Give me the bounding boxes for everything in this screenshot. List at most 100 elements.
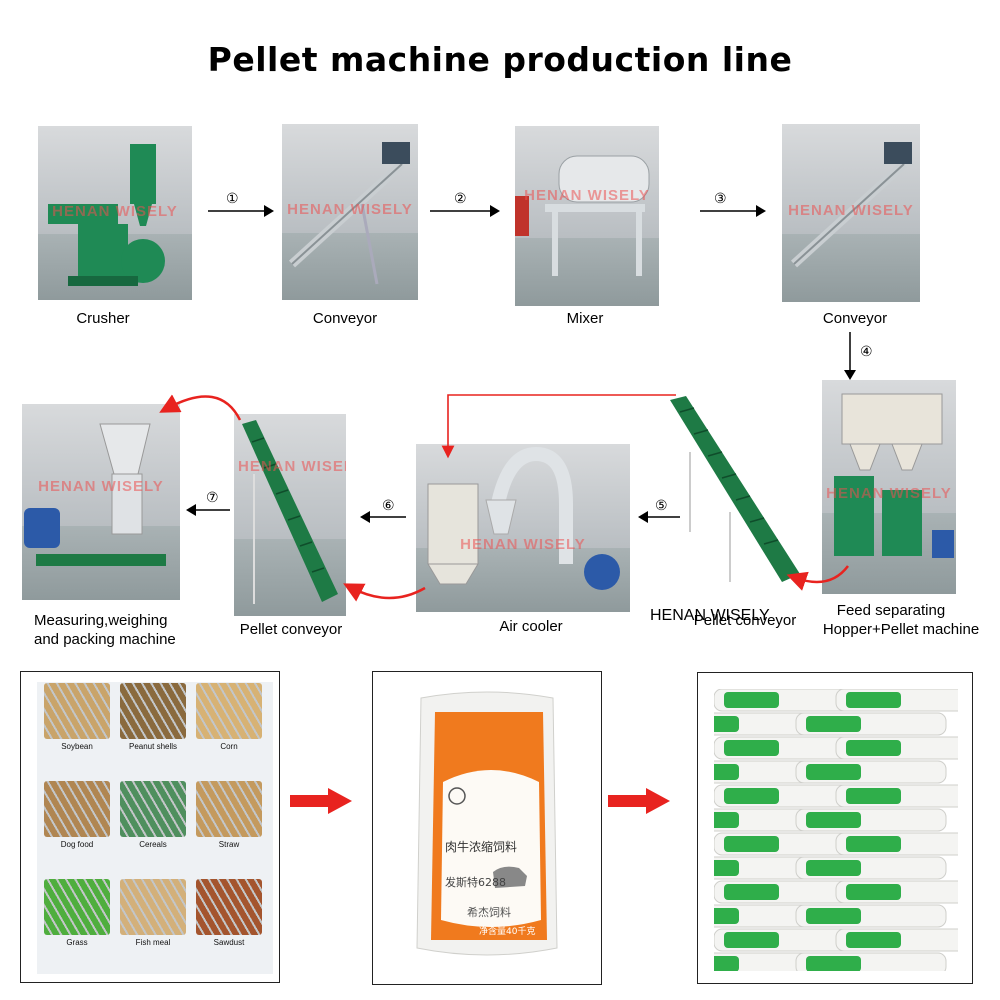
bag-green-band: [806, 764, 861, 780]
watermark: HENAN WISELY: [460, 536, 586, 554]
pellet-sample-image: [44, 683, 110, 739]
arrow-right-icon: [290, 788, 352, 814]
page-title: Pellet machine production line: [207, 40, 793, 79]
pellet-sample-image: [196, 879, 262, 935]
caption-crusher: Crusher: [76, 310, 130, 327]
pellet-sample-image: [44, 879, 110, 935]
pellet-sample-image: [120, 879, 186, 935]
stacked-bags-image: [714, 689, 958, 971]
mixer-photo: HENAN WISELY: [515, 126, 659, 306]
pellet-type-label: Sawdust: [213, 938, 245, 947]
caption-air-cooler: Air cooler: [499, 618, 563, 635]
caption-pellet-machine-2: Hopper+Pellet machine: [822, 621, 980, 638]
pellet-type-label: Dog food: [60, 840, 94, 849]
pellet-type-item: Straw: [196, 781, 262, 849]
arrow-left-icon: [186, 504, 230, 516]
caption-pellet-machine-1: Feed separating: [836, 602, 946, 619]
bag-brand-line2: 发斯特6288: [445, 876, 506, 889]
bag-green-band: [806, 956, 861, 971]
bag-green-band: [714, 956, 739, 971]
bag-green-band: [846, 884, 901, 900]
step-number-7: ⑦: [206, 489, 219, 505]
bag-green-band: [724, 788, 779, 804]
pellet-machine-photo: HENAN WISELY: [822, 380, 956, 594]
pellet-type-item: Peanut shells: [120, 683, 186, 751]
pellet-sample-image: [44, 781, 110, 837]
pellet-type-label: Corn: [220, 742, 238, 751]
bag-green-band: [846, 788, 901, 804]
bag-green-band: [714, 764, 739, 780]
pellet-sample-image: [196, 683, 262, 739]
bag-green-band: [714, 860, 739, 876]
watermark: HENAN WISELY: [52, 202, 178, 220]
pellet-type-label: Fish meal: [135, 938, 171, 947]
step-number-6: ⑥: [382, 497, 395, 513]
bag-green-band: [806, 908, 861, 924]
watermark: HENAN WISELY: [650, 607, 770, 624]
bag-green-band: [724, 740, 779, 756]
caption-packing-1: Measuring,weighing: [34, 612, 168, 629]
feed-bag-panel: 肉牛浓缩饲料 发斯特6288 希杰饲料 净含量40千克: [372, 671, 602, 985]
watermark: HENAN WISELY: [238, 458, 346, 476]
caption-pellet-conveyor-1: Pellet conveyor: [239, 621, 343, 638]
pellet-sample-image: [120, 683, 186, 739]
arrow-right-icon: [208, 205, 274, 217]
packing-machine-photo: HENAN WISELY: [22, 404, 180, 600]
watermark: HENAN WISELY: [38, 478, 164, 496]
pellet-type-label: Grass: [66, 938, 88, 947]
caption-mixer: Mixer: [566, 310, 604, 327]
caption-packing-2: and packing machine: [34, 631, 176, 648]
bag-net-weight: 净含量40千克: [479, 927, 536, 937]
arrow-down-icon: [844, 332, 856, 380]
watermark: HENAN WISELY: [826, 484, 952, 502]
bag-green-band: [806, 716, 861, 732]
pellet-type-item: Corn: [196, 683, 262, 751]
watermark: HENAN WISELY: [524, 187, 650, 205]
pellet-type-item: Fish meal: [120, 879, 186, 947]
pellet-sample-image: [196, 781, 262, 837]
bag-brand-line1: 肉牛浓缩饲料: [445, 840, 518, 854]
step-number-3: ③: [714, 190, 727, 206]
bag-green-band: [724, 884, 779, 900]
bag-green-band: [846, 692, 901, 708]
bag-green-band: [714, 716, 739, 732]
pellet-type-item: Cereals: [120, 781, 186, 849]
watermark: HENAN WISELY: [788, 202, 914, 220]
pellet-conveyor-photo-1: HENAN WISELY: [234, 414, 346, 616]
caption-conveyor-1: Conveyor: [312, 310, 378, 327]
pellet-type-label: Cereals: [139, 840, 167, 849]
arrow-right-icon: [700, 205, 766, 217]
bag-brand-line3: 希杰饲料: [467, 906, 511, 919]
step-number-4: ④: [860, 343, 873, 359]
pellet-type-item: Soybean: [44, 683, 110, 751]
watermark: HENAN WISELY: [287, 201, 413, 219]
step-number-2: ②: [454, 190, 467, 206]
step-number-1: ①: [226, 190, 239, 206]
caption-pellet-conveyor-2: Pellet conveyor: [693, 612, 797, 629]
arrow-right-icon: [608, 788, 670, 814]
pellet-conveyor-photo-2: HENAN WISELY: [650, 392, 820, 624]
stacked-bags-panel: [697, 672, 973, 984]
bag-green-band: [846, 836, 901, 852]
arrow-right-icon: [430, 205, 500, 217]
caption-conveyor-2: Conveyor: [822, 310, 888, 327]
arrow-left-icon: [360, 511, 406, 523]
bag-green-band: [846, 740, 901, 756]
conveyor-photo-2: HENAN WISELY: [782, 124, 920, 302]
bag-green-band: [724, 836, 779, 852]
pellet-sample-image: [120, 781, 186, 837]
conveyor-photo-1: HENAN WISELY: [282, 124, 418, 300]
pellet-type-item: Dog food: [44, 781, 110, 849]
feed-bag-image: [416, 691, 558, 956]
bag-green-band: [806, 860, 861, 876]
arrow-left-icon: [638, 511, 680, 523]
bag-green-band: [846, 932, 901, 948]
bag-green-band: [714, 812, 739, 828]
pellet-type-label: Straw: [218, 840, 240, 849]
pellet-type-label: Peanut shells: [128, 742, 178, 751]
step-number-5: ⑤: [655, 497, 668, 513]
bag-green-band: [724, 932, 779, 948]
pellet-type-item: Grass: [44, 879, 110, 947]
flow-arrows-red: [159, 394, 849, 602]
bag-green-band: [724, 692, 779, 708]
